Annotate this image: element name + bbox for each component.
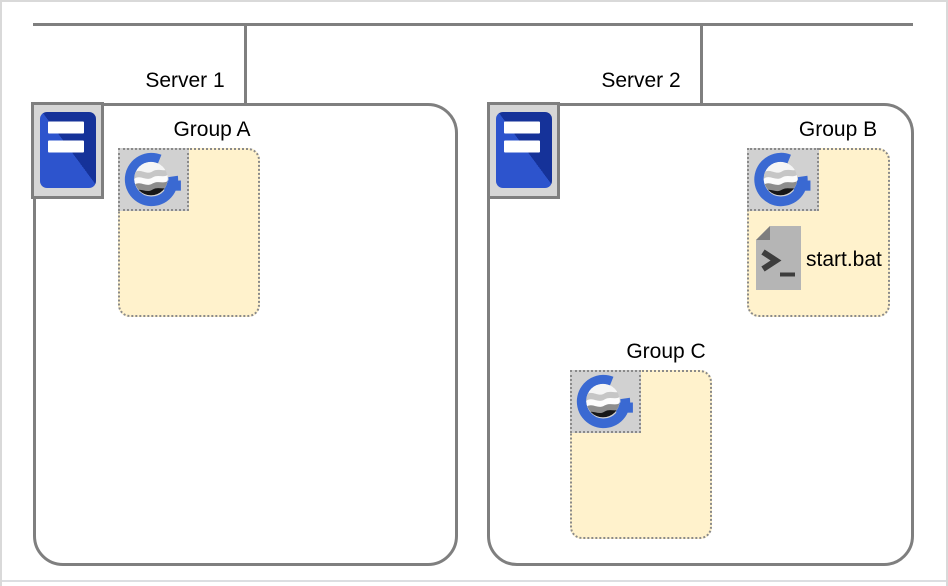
network-drop-server1 bbox=[244, 25, 247, 104]
network-drop-server2 bbox=[700, 25, 703, 104]
start-bat-label: start.bat bbox=[806, 248, 882, 271]
group-b-label: Group B bbox=[798, 118, 878, 141]
server2-label: Server 2 bbox=[601, 69, 681, 92]
server-rack-icon bbox=[31, 102, 104, 199]
canvas-bottom-edge bbox=[0, 580, 948, 582]
group-a-label: Group A bbox=[173, 118, 251, 141]
group-c-label: Group C bbox=[626, 340, 706, 363]
server1-label: Server 1 bbox=[145, 69, 225, 92]
script-file-icon bbox=[755, 225, 802, 291]
geode-logo-icon bbox=[570, 370, 641, 433]
geode-logo-icon bbox=[118, 148, 189, 211]
network-line bbox=[33, 23, 913, 26]
server-rack-icon bbox=[487, 102, 560, 199]
geode-logo-icon bbox=[747, 148, 819, 211]
